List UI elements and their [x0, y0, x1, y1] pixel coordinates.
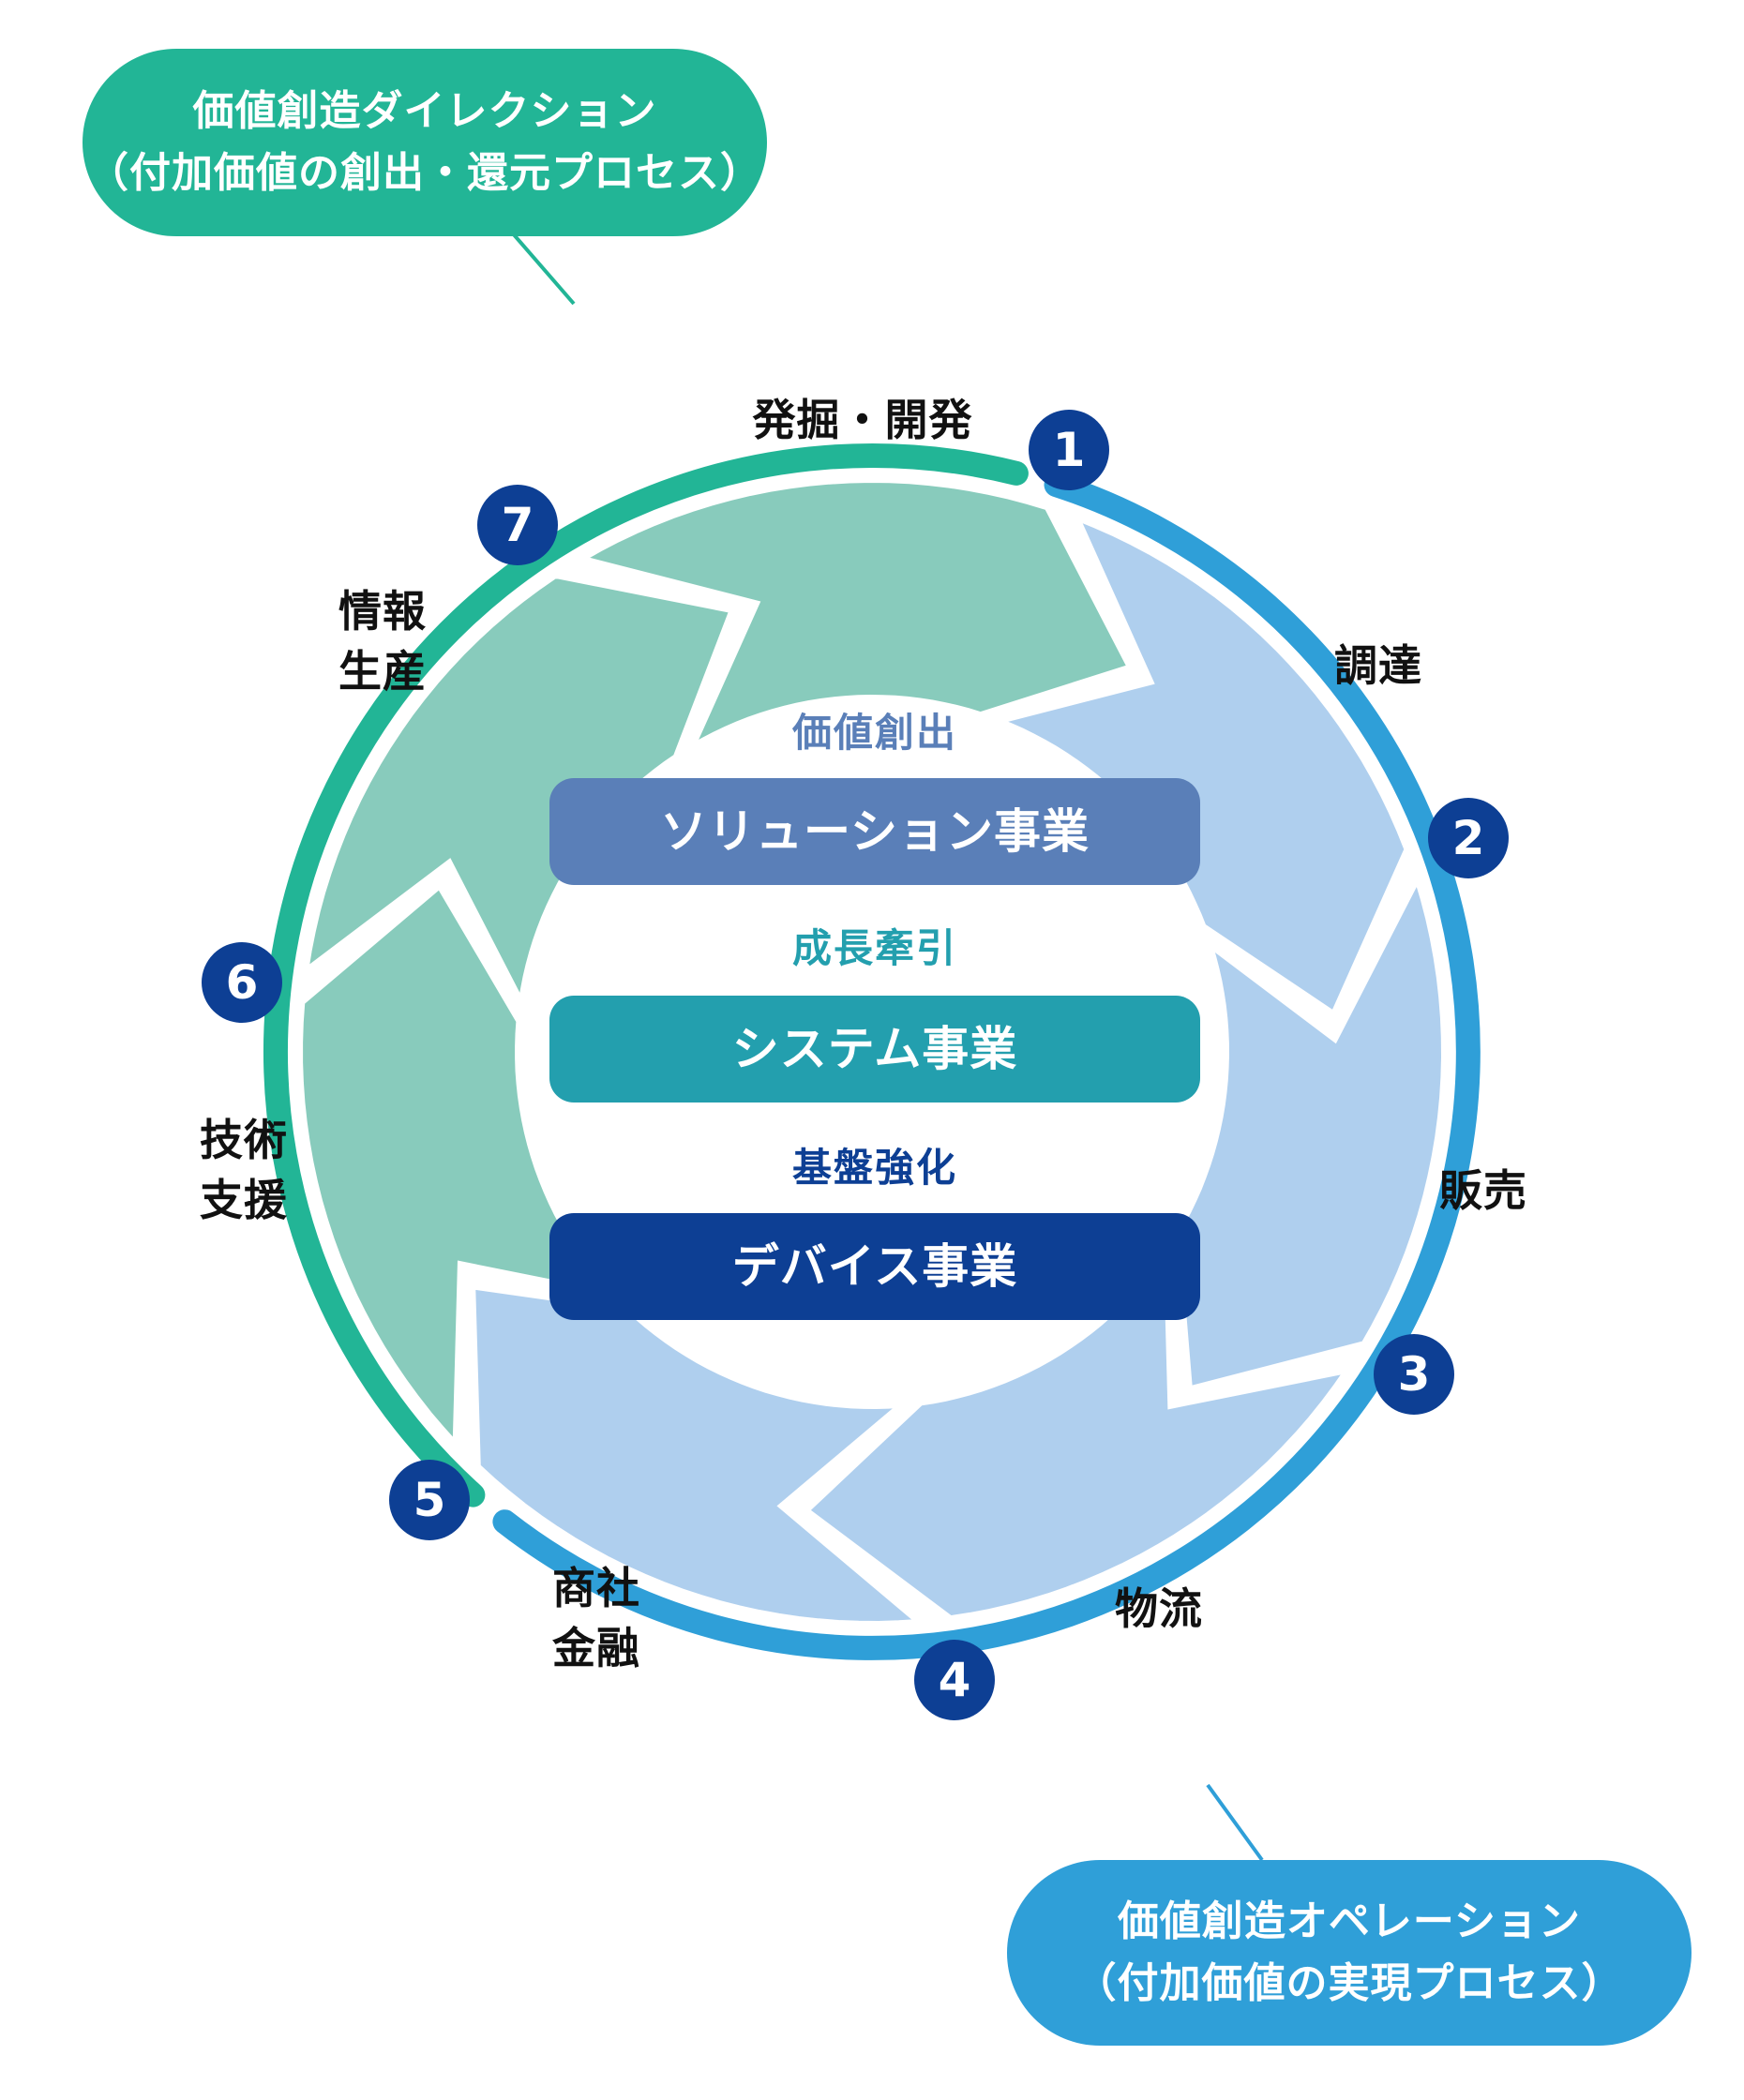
step-7-number-badge: 7 — [477, 485, 558, 565]
step-1-number-badge: 1 — [1029, 410, 1109, 490]
step-2-number-badge: 2 — [1428, 798, 1509, 878]
direction-connector-line — [510, 231, 576, 306]
step-1-label: 発掘・開発 — [752, 395, 973, 445]
step-3-number-badge: 3 — [1374, 1334, 1454, 1415]
category-label-value-creation: 価値創出 — [791, 710, 957, 756]
operation-outer-arc — [492, 472, 1481, 1660]
step-6-label: 技術 支援 — [200, 1115, 288, 1225]
step-3-label: 販売 — [1439, 1165, 1527, 1216]
operation-callout-subtitle: （付加価値の実現プロセス） — [1075, 1959, 1624, 2007]
business-box-solution: ソリューション事業 — [549, 778, 1200, 885]
business-box-device: デバイス事業 — [549, 1213, 1200, 1320]
direction-callout-subtitle: （付加価値の創出・還元プロセス） — [87, 149, 762, 197]
step-4-number-badge: 4 — [914, 1640, 995, 1720]
step-2-label: 調達 — [1334, 640, 1422, 691]
step-5-number-badge: 5 — [389, 1460, 470, 1540]
cycle-segment-1 — [575, 476, 1135, 754]
cycle-segment-7 — [302, 572, 736, 1011]
cycle-segment-2 — [989, 512, 1410, 1018]
operation-callout-title: 価値創造オペレーション — [1117, 1898, 1582, 1945]
operation-callout: 価値創造オペレーション （付加価値の実現プロセス） — [1007, 1860, 1691, 2046]
operation-connector-line — [1206, 1783, 1264, 1862]
direction-callout: 価値創造ダイレクション （付加価値の創出・還元プロセス） — [83, 49, 767, 236]
step-5-label: 商社 金融 — [552, 1563, 640, 1673]
business-box-system: システム事業 — [549, 996, 1200, 1102]
category-label-growth-driver: 成長牽引 — [791, 925, 957, 971]
step-7-label: 情報 生産 — [338, 586, 427, 697]
direction-callout-title: 価値創造ダイレクション — [192, 87, 657, 135]
step-4-label: 物流 — [1115, 1583, 1203, 1634]
category-label-foundation: 基盤強化 — [791, 1145, 957, 1191]
cycle-segment-5 — [470, 1282, 926, 1628]
direction-outer-arc — [263, 443, 1029, 1508]
step-6-number-badge: 6 — [202, 942, 282, 1023]
